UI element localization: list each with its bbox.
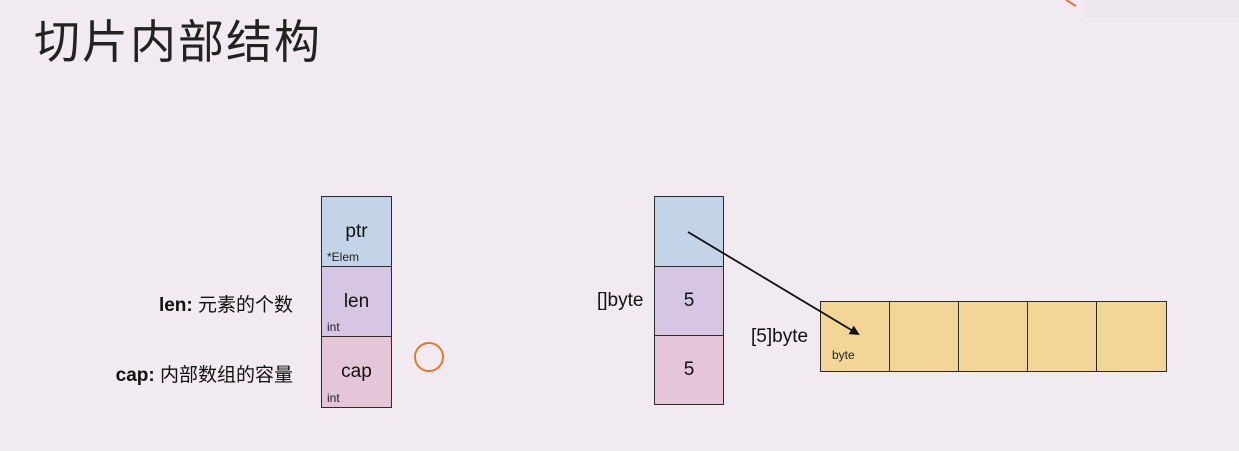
slice-len-cell: 5	[654, 266, 724, 336]
len-type: int	[327, 320, 340, 334]
cap-annotation-text: 内部数组的容量	[154, 365, 293, 386]
array-cell-3	[1027, 301, 1098, 372]
len-field: len int	[321, 266, 392, 337]
len-annotation-key: len:	[158, 295, 193, 316]
array-cell-0: byte	[820, 301, 891, 372]
cap-label: cap	[341, 361, 372, 382]
slice-type-label: []byte	[597, 290, 644, 311]
len-annotation: len: 元素的个数	[159, 290, 293, 317]
slice-cap-value: 5	[683, 359, 695, 380]
array-cell-4	[1096, 301, 1167, 372]
cap-type: int	[327, 391, 340, 405]
cap-annotation: cap: 内部数组的容量	[116, 360, 293, 387]
page-title: 切片内部结构	[34, 15, 322, 69]
cursor-highlight-circle	[414, 342, 444, 372]
array-elem-type: byte	[832, 348, 855, 362]
slice-len-value: 5	[683, 290, 695, 311]
corner-decoration	[1065, 0, 1239, 18]
ptr-type: *Elem	[327, 250, 360, 264]
array-cell-2	[958, 301, 1029, 372]
cap-annotation-key: cap:	[115, 365, 155, 386]
slice-cap-cell: 5	[654, 335, 724, 405]
array-type-label: [5]byte	[751, 326, 809, 347]
len-annotation-text: 元素的个数	[192, 295, 293, 316]
ptr-field: ptr *Elem	[321, 196, 392, 267]
len-label: len	[343, 291, 370, 312]
ptr-label: ptr	[345, 221, 368, 242]
cap-field: cap int	[321, 336, 392, 408]
slice-ptr-cell	[654, 196, 724, 267]
